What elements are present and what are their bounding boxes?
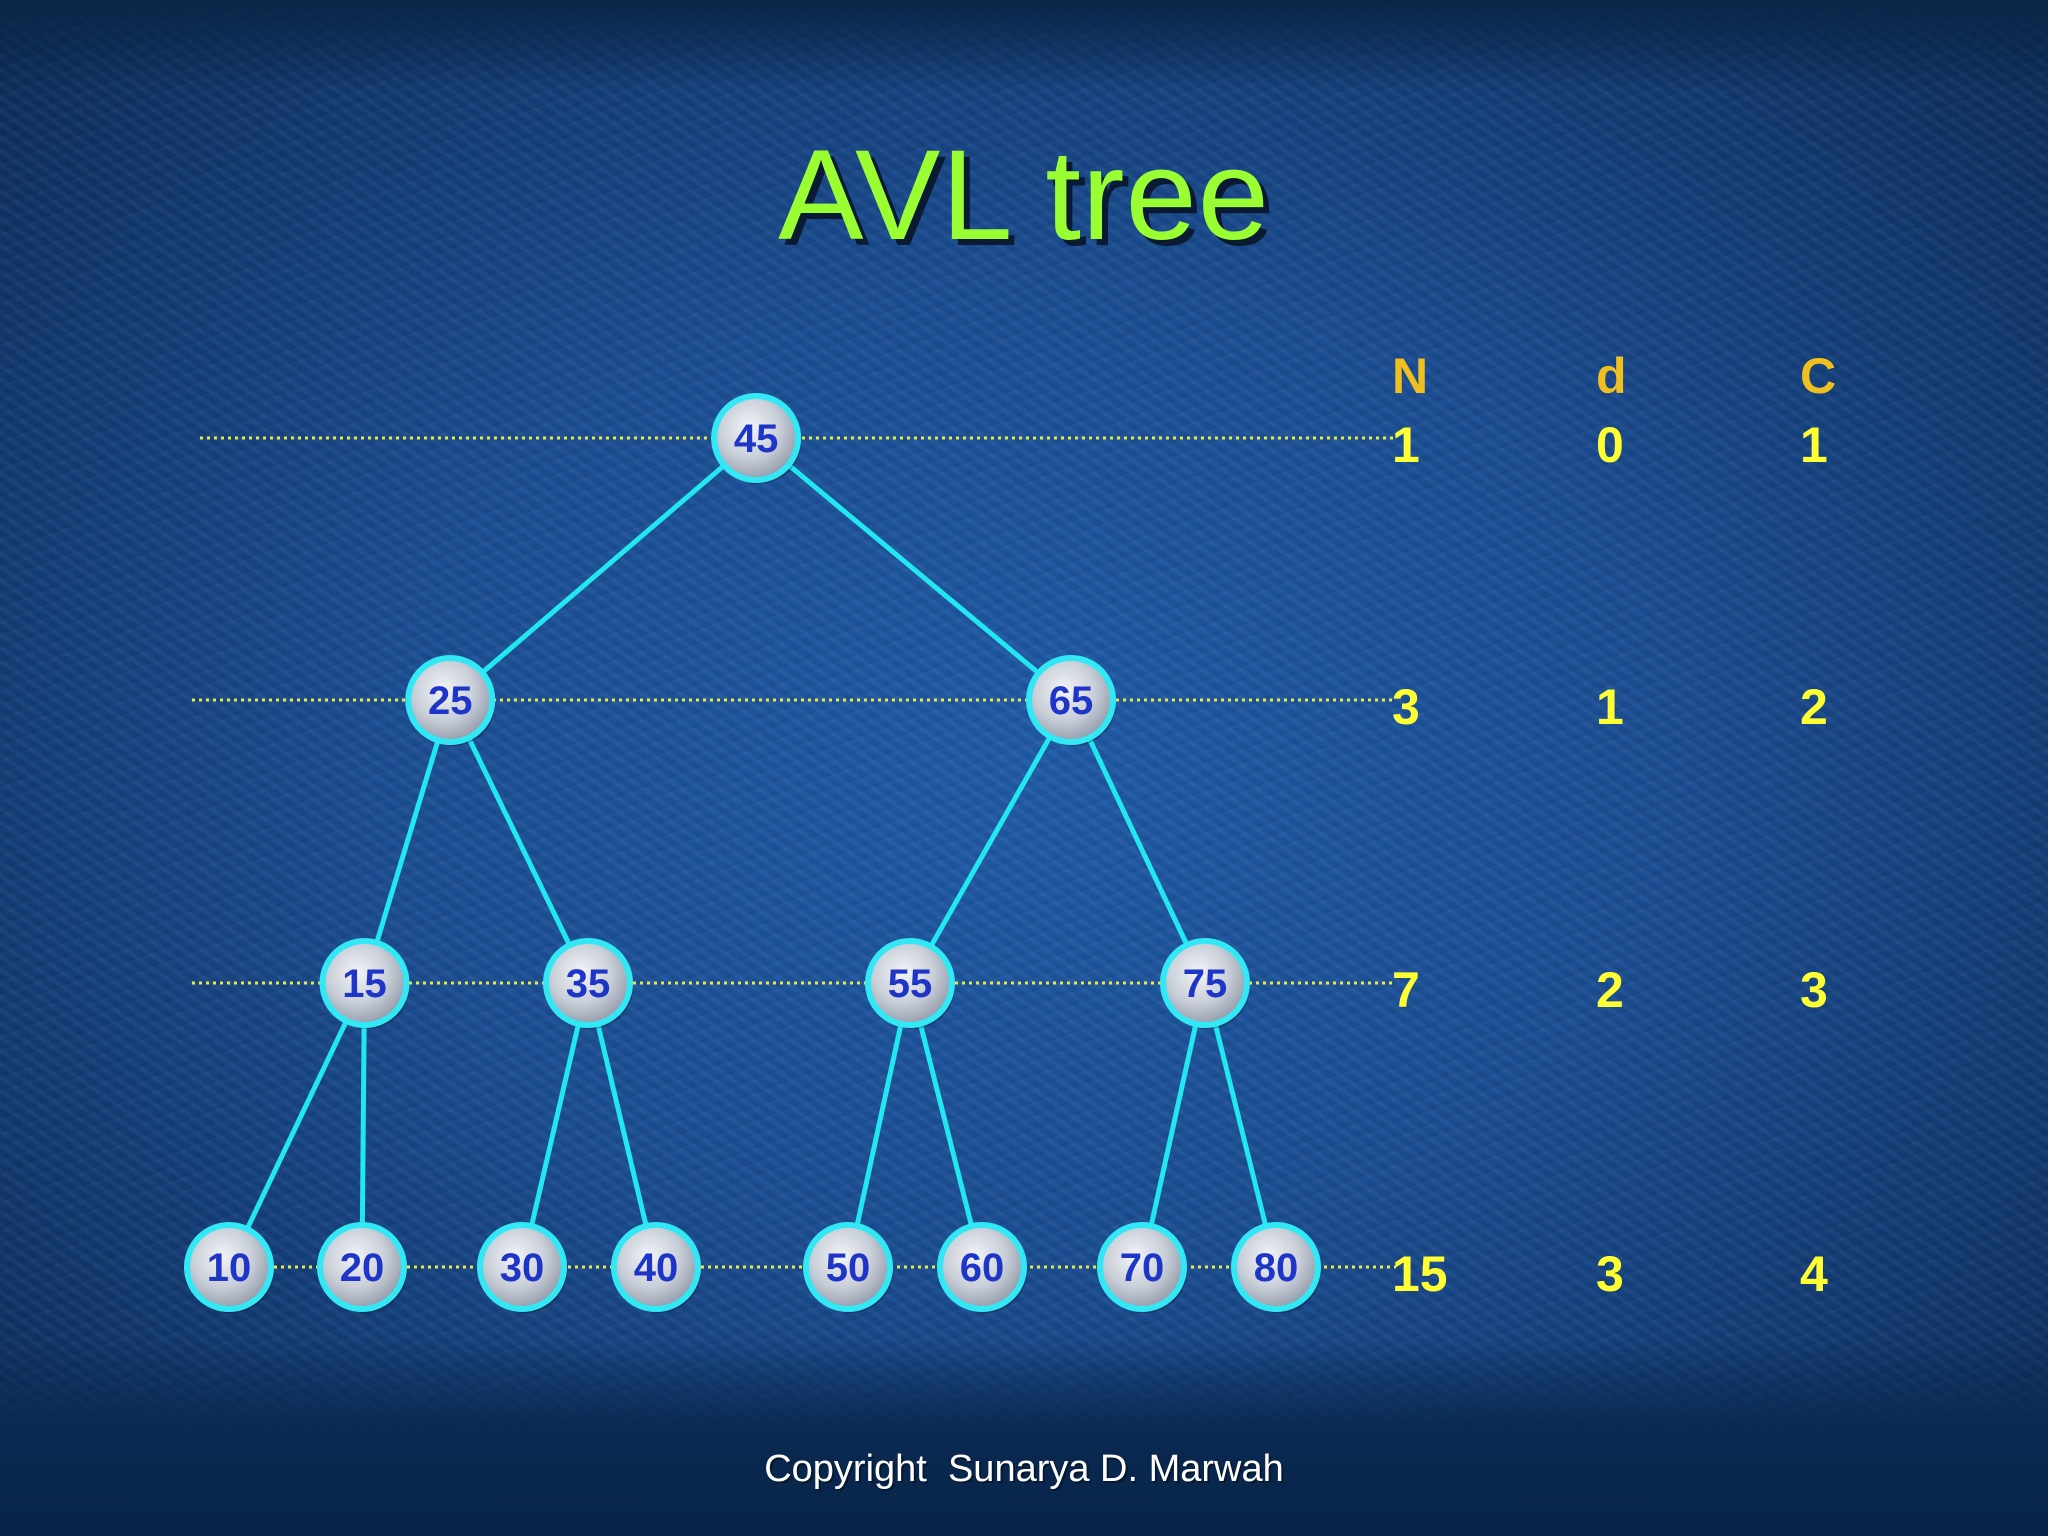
table-cell: 7 — [1392, 962, 1420, 1018]
node-label: 50 — [826, 1246, 871, 1290]
node-label: 35 — [566, 962, 611, 1006]
table-header-N: N — [1392, 348, 1428, 404]
tree-node: 50 — [803, 1222, 893, 1313]
tree-edge — [907, 698, 1074, 985]
node-circle — [184, 1222, 274, 1312]
tree-edge — [754, 436, 1073, 702]
level-lines — [192, 436, 1396, 1269]
tree-node: 35 — [543, 938, 633, 1029]
table-header-C: C — [1800, 348, 1836, 404]
node-circle — [1160, 938, 1250, 1028]
tree-node: 40 — [611, 1222, 701, 1313]
node-circle — [611, 1222, 701, 1312]
tree-node: 80 — [1231, 1222, 1321, 1313]
node-label: 60 — [960, 1246, 1005, 1290]
node-label: 20 — [340, 1246, 385, 1290]
tree-edge — [1202, 982, 1279, 1268]
node-label: 70 — [1120, 1246, 1165, 1290]
node-circle — [803, 1222, 893, 1312]
table-cell: 3 — [1596, 1246, 1624, 1302]
node-label: 15 — [342, 962, 387, 1006]
node-label: 65 — [1049, 679, 1094, 723]
node-circle — [1231, 1222, 1321, 1312]
node-label: 30 — [500, 1246, 545, 1290]
table-cell: 3 — [1392, 679, 1420, 735]
table-header-d: d — [1596, 348, 1627, 404]
tree-edges — [226, 436, 1279, 1269]
tree-node: 60 — [937, 1222, 1027, 1313]
tree-edge — [519, 982, 591, 1268]
tree-node: 20 — [317, 1222, 407, 1313]
table-cell: 1 — [1596, 679, 1624, 735]
bottom-band — [0, 1340, 2048, 1536]
node-circle — [477, 1222, 567, 1312]
node-label: 75 — [1183, 962, 1228, 1006]
table-cell: 1 — [1392, 417, 1420, 473]
node-circle — [711, 393, 802, 483]
tree-nodes: 45 25 65 15 35 55 75 10 20 30 40 50 60 70 80 — [184, 393, 1321, 1313]
tree-node: 10 — [184, 1222, 274, 1313]
tree-edge — [585, 982, 659, 1268]
table-cell: 4 — [1800, 1246, 1828, 1302]
tree-node: 25 — [405, 655, 496, 746]
tree-node: 30 — [477, 1222, 567, 1313]
tree-edge — [845, 982, 913, 1268]
tree-node: 55 — [865, 938, 955, 1029]
table-cell: 3 — [1800, 962, 1828, 1018]
tree-node: 75 — [1160, 938, 1250, 1029]
table-cell: 2 — [1596, 962, 1624, 1018]
table-cell: 15 — [1392, 1246, 1448, 1302]
tree-edge — [1068, 698, 1208, 985]
node-circle — [405, 655, 496, 745]
tree-edge — [448, 698, 591, 985]
slide-title: AVL tree — [778, 124, 1270, 267]
node-label: 40 — [634, 1246, 679, 1290]
node-circle — [1097, 1222, 1187, 1312]
tree-edge — [362, 699, 453, 984]
node-circle — [937, 1222, 1027, 1312]
tree-edge — [226, 981, 367, 1269]
tree-edge — [448, 436, 758, 702]
node-label: 45 — [734, 417, 779, 461]
tree-edge — [1139, 982, 1208, 1268]
tree-node: 45 — [711, 393, 802, 484]
node-circle — [1026, 655, 1116, 745]
node-circle — [865, 938, 955, 1028]
node-label: 80 — [1254, 1246, 1299, 1290]
node-circle — [543, 938, 633, 1028]
node-label: 25 — [428, 679, 473, 723]
node-circle — [317, 1222, 407, 1312]
copyright-footer: Copyright Sunarya D. Marwah — [764, 1448, 1284, 1490]
tree-node: 65 — [1026, 655, 1116, 746]
node-label: 10 — [207, 1246, 252, 1290]
node-circle — [319, 938, 410, 1028]
tree-node: 70 — [1097, 1222, 1187, 1313]
table-cell: 1 — [1800, 417, 1828, 473]
tree-edge — [359, 982, 367, 1268]
top-band — [0, 0, 2048, 90]
tree-node: 15 — [319, 938, 410, 1029]
table-cell: 2 — [1800, 679, 1828, 735]
table-cell: 0 — [1596, 417, 1624, 473]
node-label: 55 — [888, 962, 933, 1006]
tree-edge — [907, 982, 985, 1268]
